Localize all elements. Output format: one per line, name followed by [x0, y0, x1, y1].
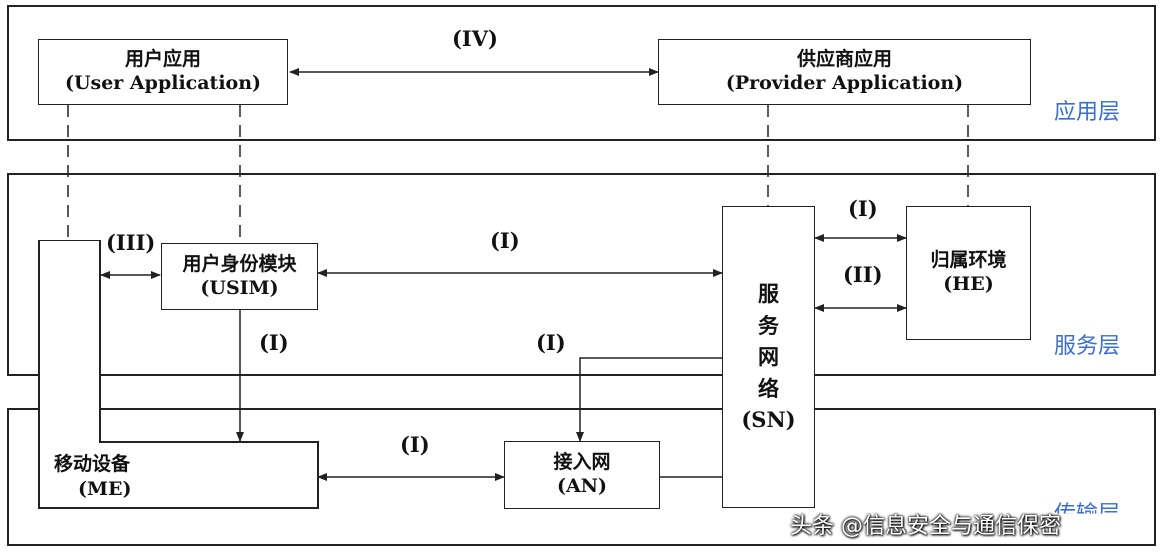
- me-label-abbr: (ME): [78, 478, 132, 500]
- usim-label-zh: 用户身份模块: [182, 252, 297, 275]
- watermark: 头条 @信息安全与通信保密: [790, 514, 1061, 539]
- home-environment-label-abbr: (HE): [943, 273, 994, 295]
- layer-label-service: 服务层: [1054, 334, 1121, 359]
- link-label-me-usim: (III): [106, 230, 156, 255]
- link-label-sn-he-bottom: (II): [843, 262, 883, 287]
- link-label-usim-sn: (I): [490, 228, 520, 253]
- link-label-sn-he-top: (I): [848, 196, 878, 221]
- serving-network-label-abbr: (SN): [741, 407, 796, 433]
- link-label-sn-an: (I): [536, 330, 566, 355]
- me-label-zh: 移动设备: [54, 453, 131, 475]
- access-network-label-abbr: (AN): [556, 475, 608, 497]
- provider-application-label-zh: 供应商应用: [796, 48, 892, 71]
- serving-network-char-4: 络: [758, 375, 779, 401]
- serving-network-char-1: 服: [758, 281, 779, 307]
- user-application-label-zh: 用户应用: [124, 48, 201, 71]
- serving-network-char-3: 网: [758, 344, 779, 370]
- access-network-label-zh: 接入网: [553, 451, 611, 474]
- user-application-label-en: (User Application): [64, 72, 262, 94]
- link-label-app: (IV): [452, 26, 498, 51]
- arrow-sn-an: [576, 357, 722, 442]
- serving-network-box: 服 务 网 络 (SN): [722, 206, 815, 508]
- layer-label-transport: 传输层: [1054, 496, 1120, 514]
- home-environment-box: 归属环境 (HE): [906, 206, 1031, 340]
- home-environment-label-zh: 归属环境: [930, 249, 1007, 272]
- serving-network-char-2: 务: [758, 312, 779, 338]
- usim-box: 用户身份模块 (USIM): [161, 243, 318, 310]
- access-network-box: 接入网 (AN): [504, 441, 660, 509]
- provider-application-label-en: (Provider Application): [725, 72, 964, 94]
- user-application-box: 用户应用 (User Application): [38, 39, 288, 105]
- provider-application-box: 供应商应用 (Provider Application): [658, 39, 1031, 105]
- link-label-usim-me: (I): [259, 330, 289, 355]
- layer-label-application: 应用层: [1054, 100, 1121, 125]
- link-label-me-an: (I): [400, 432, 430, 457]
- usim-label-abbr: (USIM): [200, 276, 279, 299]
